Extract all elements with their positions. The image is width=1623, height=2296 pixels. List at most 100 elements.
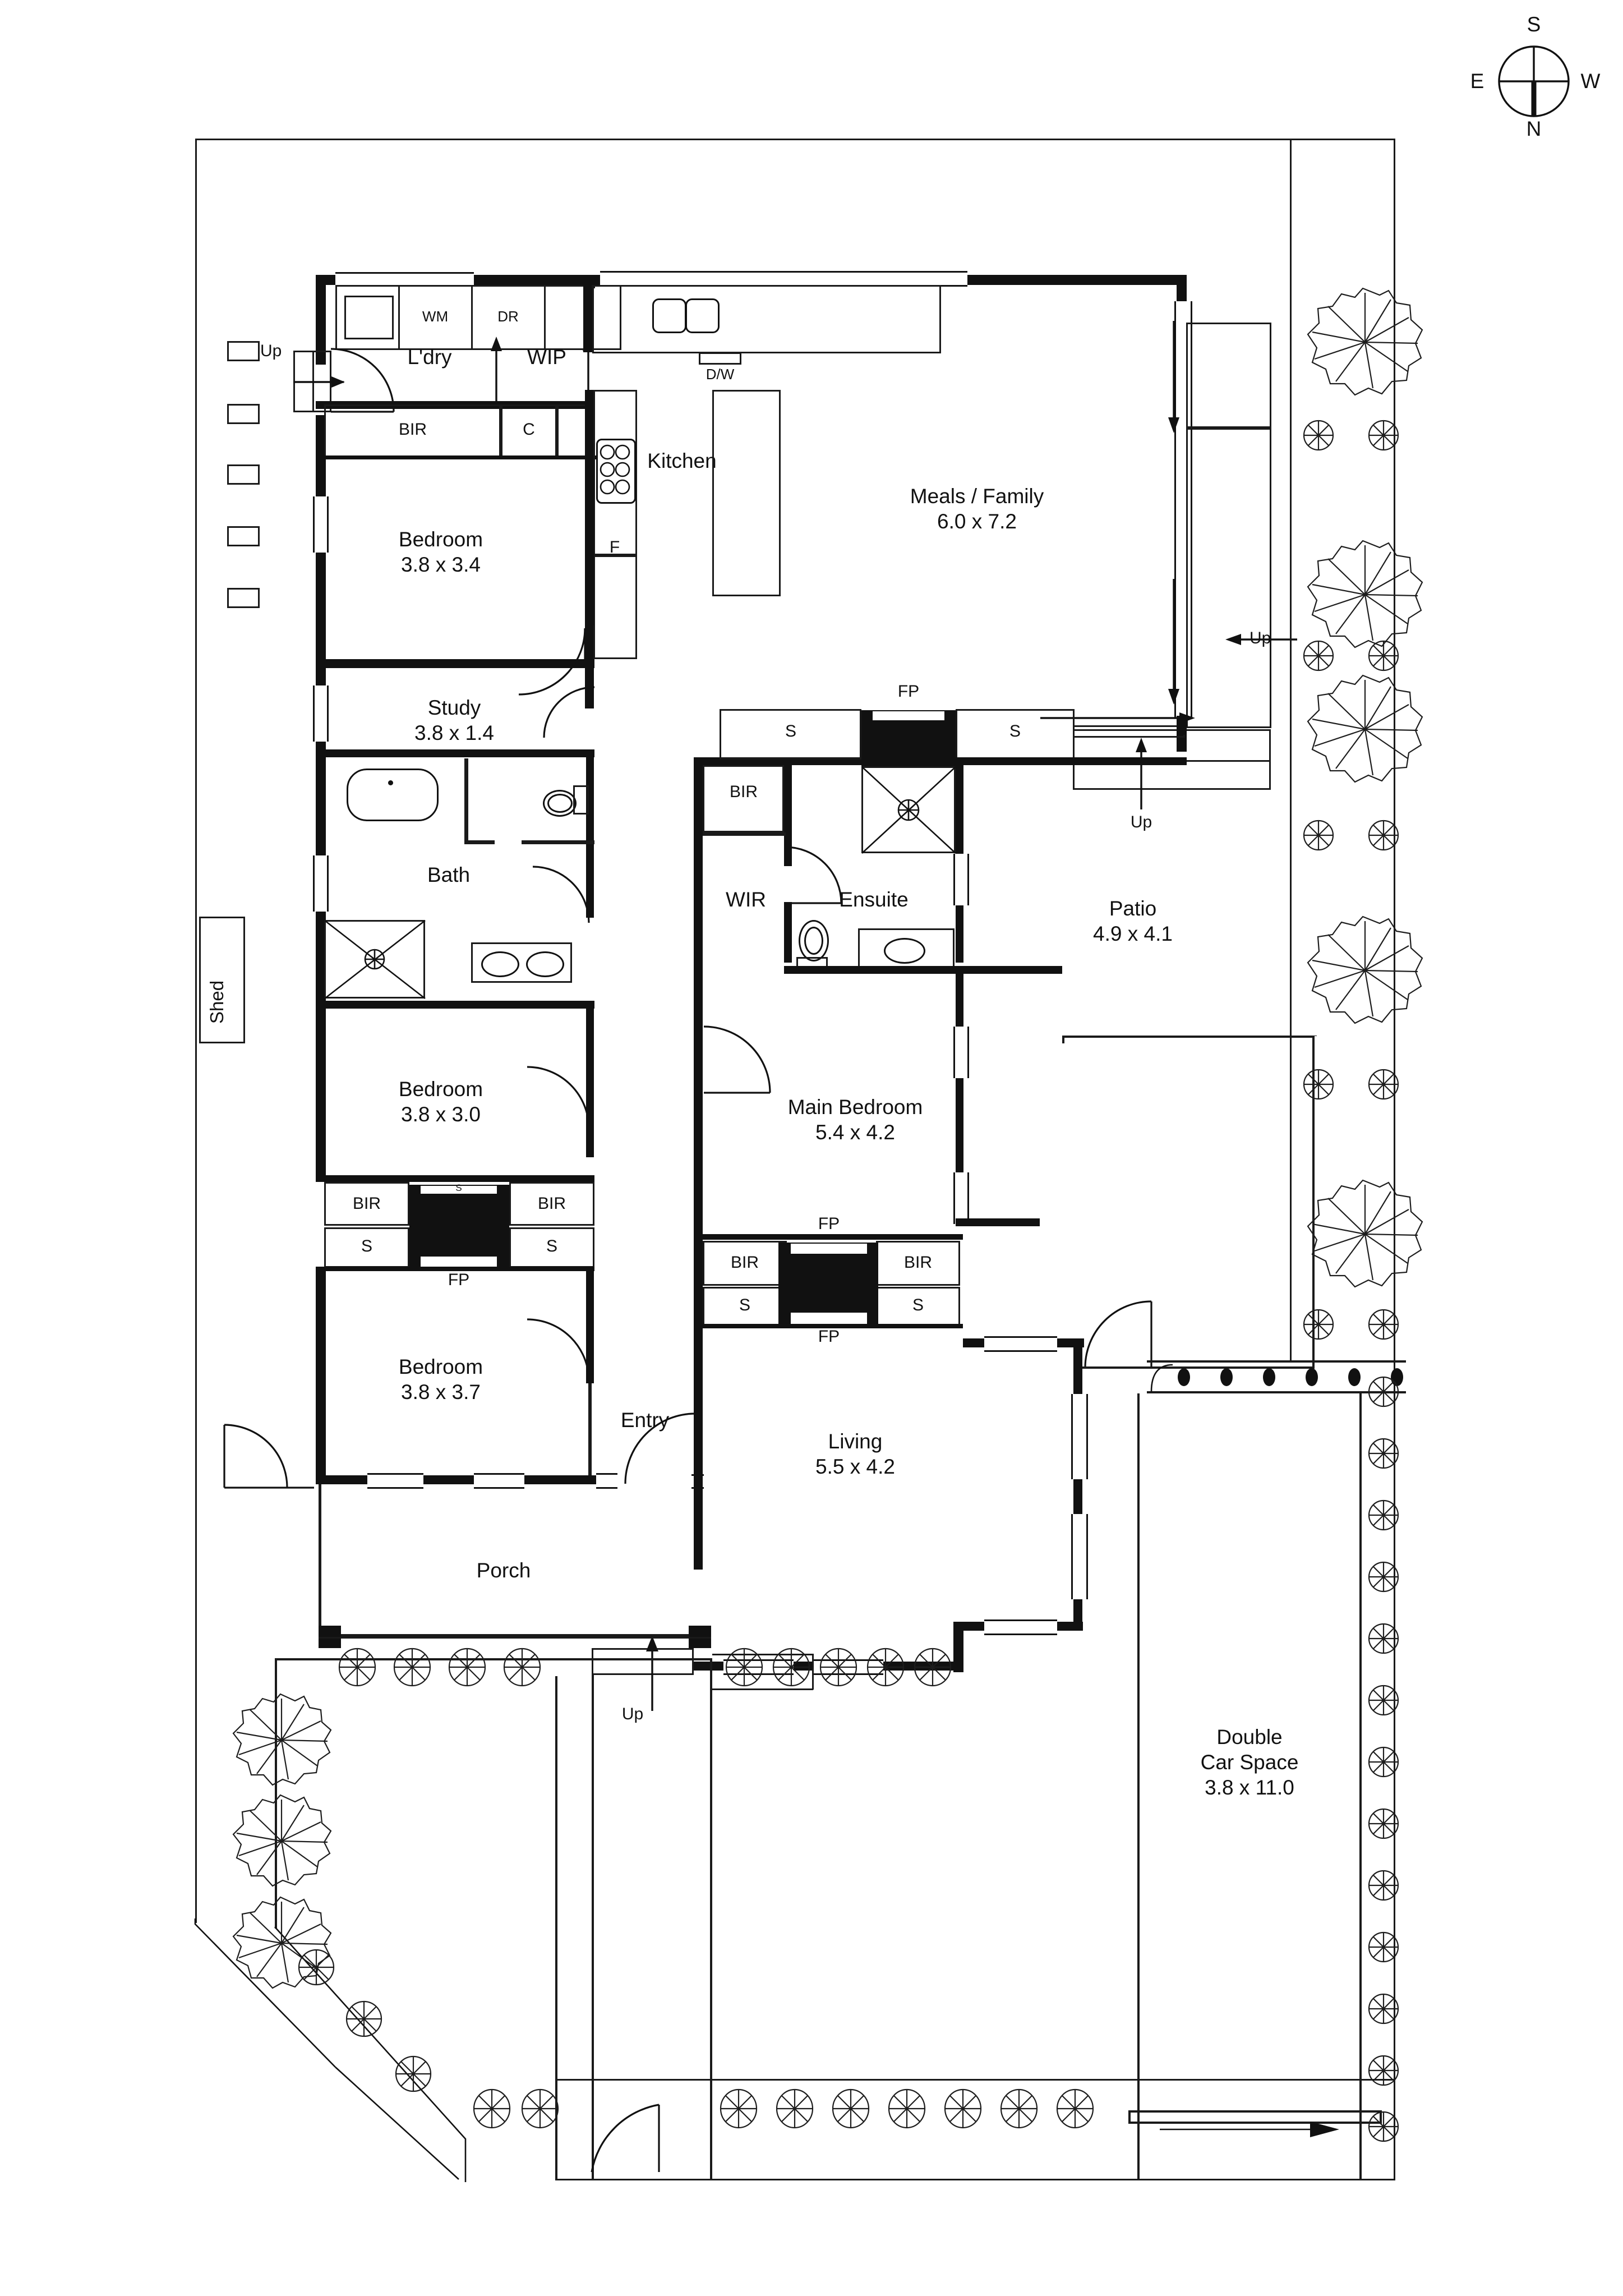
ldry-up-arrow <box>293 376 345 388</box>
window-bed3-1 <box>367 1473 423 1489</box>
entry-door-swing <box>624 1412 697 1484</box>
carspace-dims: 3.8 x 11.0 <box>1205 1776 1294 1799</box>
patio-dims: 4.9 x 4.1 <box>1093 922 1173 945</box>
shower-ensuite <box>861 766 956 853</box>
front-step-box-top <box>712 1654 813 1655</box>
shrub-diag-2 <box>345 2000 382 2037</box>
meals-label: Meals / Family <box>910 485 1044 508</box>
patio-label: Patio <box>1109 897 1157 920</box>
fireplace-left-opening-top <box>419 1185 498 1195</box>
bir-label-mainwing: BIR <box>729 783 758 801</box>
wc-partition-vert <box>464 758 468 844</box>
shelf-above-wir <box>720 709 861 760</box>
paved-strip-pavers <box>1150 1364 1403 1392</box>
fireplace-label-left: FP <box>448 1271 470 1289</box>
mainbed-outline-bottom <box>1082 1366 1315 1369</box>
shelf-label-living-right: S <box>912 1296 924 1314</box>
site-marker-2 <box>227 404 260 424</box>
mainbed-outline-right <box>1312 1036 1315 1369</box>
driveway-kerb-top <box>1128 2110 1382 2113</box>
window-mainbed-right-1 <box>953 1027 969 1078</box>
tree-front-left-1 <box>232 1693 332 1786</box>
wc-partition-horiz <box>464 840 495 844</box>
carspace-right-edge <box>1359 1393 1362 2179</box>
carspace-left-edge <box>1137 1393 1140 2179</box>
mainbed-wall-top-right <box>956 966 1062 974</box>
compass-label-w: W <box>1580 70 1601 93</box>
fireplace-ensuite-opening <box>872 710 946 721</box>
stair-down-arrow-lower <box>1168 579 1179 705</box>
window-entry-side <box>596 1473 617 1489</box>
kitchen-sink-bowl-1 <box>652 298 686 333</box>
driveway-kerb-right <box>1380 2110 1382 2123</box>
fridge-box <box>593 555 637 659</box>
window-bed1-left <box>313 496 329 553</box>
shower-bath <box>324 920 425 999</box>
window-mainbed-right-2 <box>953 1172 969 1224</box>
bir-right-upper <box>509 1182 594 1226</box>
front-boundary-hedge-line <box>555 2079 1395 2081</box>
bedroom2-door-swing <box>527 1066 590 1129</box>
ldry-tub <box>344 296 394 339</box>
bedroom3-label: Bedroom <box>398 1355 483 1378</box>
shed-label: Shed <box>206 980 227 1024</box>
living-wall-vert-step <box>953 1622 963 1672</box>
site-boundary-left-mid <box>195 751 197 1476</box>
window-living-step <box>984 1619 1057 1635</box>
ensuite-wall-bottom <box>784 966 963 974</box>
vanity-basin-2 <box>526 951 564 977</box>
stair-up-label-side: Up <box>1249 629 1271 647</box>
site-marker-3 <box>227 464 260 485</box>
wip-arrow-left <box>491 337 502 404</box>
patio-edge-left <box>1062 1036 1064 1043</box>
ldry-up-label: Up <box>260 342 282 360</box>
porch-up-label: Up <box>621 1705 644 1723</box>
front-drive-top <box>275 1658 712 1660</box>
site-boundary-bottom <box>555 2179 1395 2180</box>
ldry-div-3 <box>544 285 546 350</box>
shrub-right-b1 <box>1368 420 1399 451</box>
washing-machine-label: WM <box>422 308 449 325</box>
carspace-label-2: Car Space <box>1200 1751 1299 1774</box>
ensuite-toilet-bowl <box>799 920 829 961</box>
compass-label-e: E <box>1470 70 1484 93</box>
wip-label: WIP <box>527 346 566 369</box>
bedroom1-wall-bottom <box>316 659 594 668</box>
bedroom1-wall-right <box>585 459 594 625</box>
study-door-swing <box>543 686 595 738</box>
porch-label: Porch <box>476 1559 531 1582</box>
shelf-label-above-meals: S <box>1009 722 1021 740</box>
exterior-wall-left-bed1 <box>316 415 326 698</box>
window-bed3-2 <box>474 1473 524 1489</box>
tree-large-5 <box>1307 1179 1423 1288</box>
site-marker-1 <box>227 341 260 361</box>
window-ensuite <box>953 854 969 905</box>
front-step-box-bottom <box>712 1688 813 1690</box>
driveway-kerb-bottom <box>1128 2122 1382 2124</box>
exterior-wall-left-ldry <box>316 275 326 365</box>
wc-wall-right <box>522 840 594 844</box>
living-wall-right-bot <box>1073 1599 1082 1628</box>
shelf-label-fireplace-top: S <box>455 1182 462 1193</box>
wir-label: WIR <box>726 888 766 911</box>
stair-corner-block <box>1177 716 1187 735</box>
shrub-right-b3 <box>1368 820 1399 851</box>
hedge-bottom-left <box>473 2088 559 2129</box>
stair-up-arrow-side <box>1225 634 1297 645</box>
paved-strip-top <box>1147 1360 1406 1363</box>
shrub-right-a5 <box>1303 1309 1334 1340</box>
ldry-div-1 <box>398 285 400 350</box>
kitchen-bench-left <box>593 390 637 555</box>
ldry-door-swing <box>330 348 395 413</box>
toilet-bowl <box>543 790 577 817</box>
living-dims: 5.5 x 4.2 <box>815 1455 895 1478</box>
porch-step <box>592 1648 694 1675</box>
study-label: Study <box>427 696 481 719</box>
porch-wall-bottom <box>319 1634 711 1637</box>
hedge-right-column <box>1368 1376 1399 2142</box>
site-boundary-mid-left <box>195 1474 197 1923</box>
right-garden-strip-line <box>1290 139 1292 1361</box>
gate-swing-front <box>591 2104 660 2173</box>
stair-up-label-bottom: Up <box>1130 813 1152 831</box>
wir-wall-lower <box>784 902 792 963</box>
